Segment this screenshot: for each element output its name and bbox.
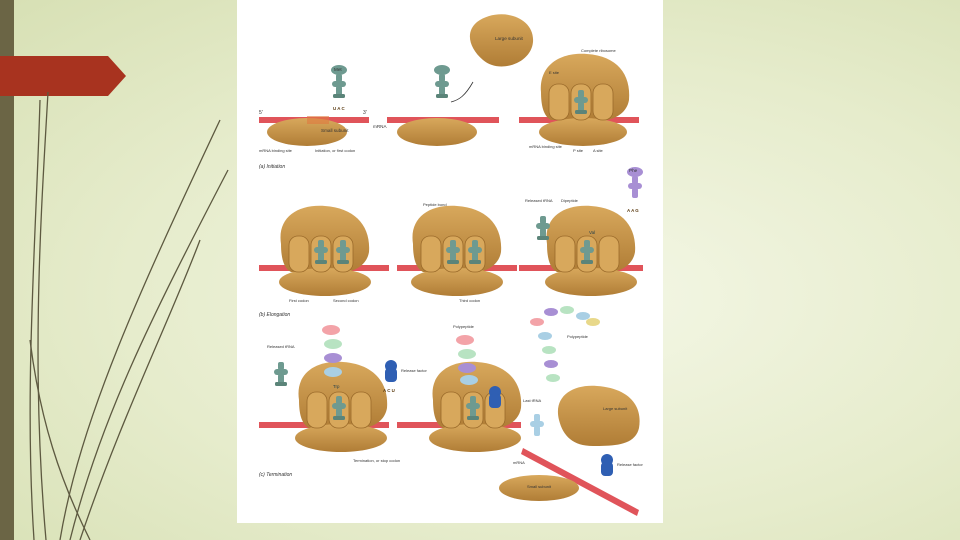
polypeptide-label-2: Polypeptide [567,334,589,339]
mrna-label: mRNA [373,124,387,129]
five-prime-label: 5' [259,110,263,116]
released-small-subunit [499,475,579,501]
acu-label: A C U [383,388,395,393]
termination-codon-label: Termination, or stop codon [353,458,400,463]
slide-accent-tab [0,56,126,96]
initiation-codon-label: Initiation, or first codon [315,148,355,153]
uac-label: U A C [333,106,345,111]
termination-panel: Released tRNA Release factor Trp A C U T… [259,306,643,516]
peptide-bond-label: Peptide bond [423,202,447,207]
large-subunit [469,14,534,67]
released-trna-label: Released tRNA [525,198,553,203]
val-label: Val [589,230,595,235]
a-site-label: A site [593,148,604,153]
translation-diagram: Met U A C 5' 3' Small subunit mRNA mRNA … [237,0,663,523]
phe-label: Phe [629,168,638,173]
release-factor-label-2: Release factor [617,462,643,467]
elongation-panel: First codon Second codon Peptide bond Th… [259,167,643,318]
mrna-binding-site-label: mRNA binding site [259,148,293,153]
last-trna-label: Last tRNA [523,398,542,403]
first-codon-label: First codon [289,298,309,303]
three-prime-label: 3' [363,110,367,116]
initiation-panel: Met U A C 5' 3' Small subunit mRNA mRNA … [259,14,639,170]
translation-diagram-svg: Met U A C 5' 3' Small subunit mRNA mRNA … [259,14,643,516]
release-factor-shape [385,360,397,382]
complete-ribosome-label: Complete ribosome [581,48,616,53]
released-large-subunit [557,385,640,446]
small-subunit-label-2: Small subunit [527,484,552,489]
mrna-label-2: mRNA [513,460,525,465]
e-site-label: E site [549,70,560,75]
caption-termination: (c) Termination [259,472,292,478]
polypeptide-label: Polypeptide [453,324,475,329]
caption-initiation: (a) Initiation [259,164,285,170]
second-codon-label: Second codon [333,298,359,303]
caption-elongation: (b) Elongation [259,312,290,318]
third-codon-label: Third codon [459,298,480,303]
large-subunit-label: Large subunit [495,36,524,41]
small-subunit-label: Small subunit [321,128,349,133]
p-site-label: P site [573,148,584,153]
released-mrna-strand [521,448,639,516]
met-label: Met [334,67,342,72]
mrna-binding-site-label-2: mRNA binding site [529,144,563,149]
large-subunit-label-2: Large subunit [603,406,628,411]
met-trna [331,65,347,98]
released-polypeptide [530,306,600,382]
released-trna-label-2: Released tRNA [267,344,295,349]
slide-left-bar [0,0,14,540]
dipeptide-label: Dipeptide [561,198,579,203]
trp-label: Trp [333,384,340,389]
decorative-curves [29,91,229,540]
aag-label: A A G [627,208,639,213]
release-factor-label: Release factor [401,368,427,373]
small-subunit [267,118,347,146]
